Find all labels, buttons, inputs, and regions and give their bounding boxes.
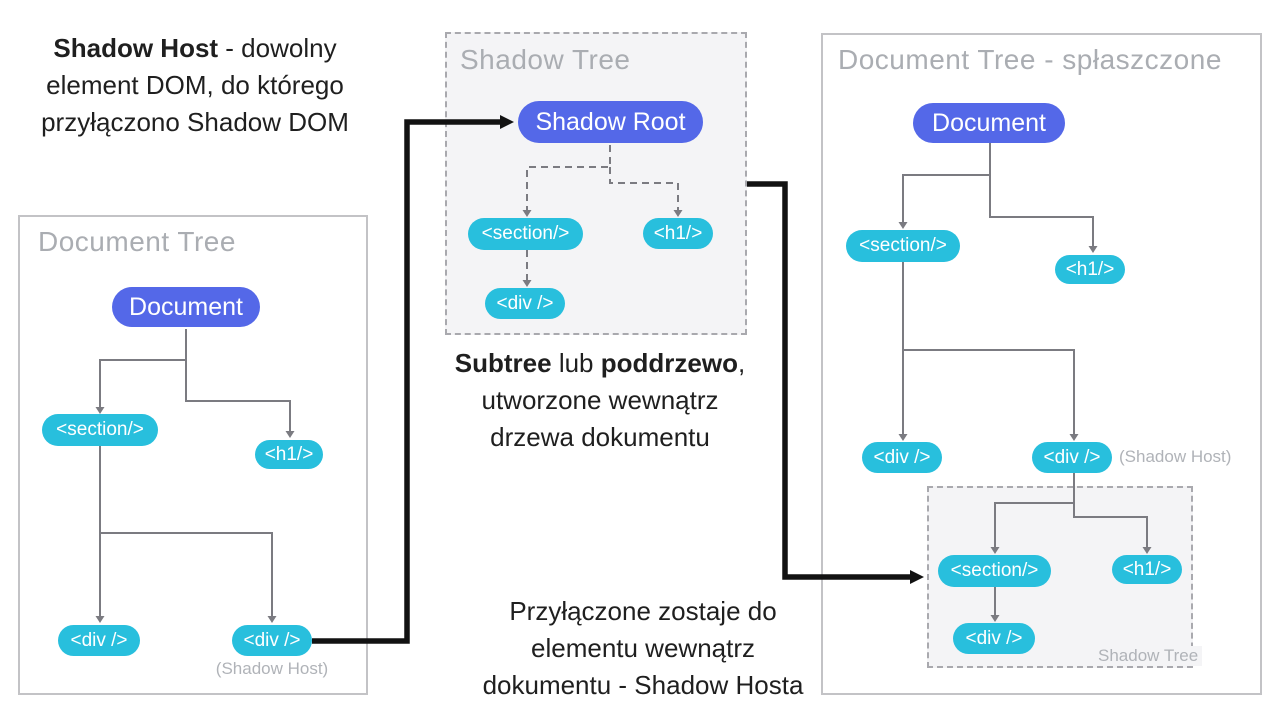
node-h1: <h1/> <box>255 440 323 469</box>
node-flattened-document: Document <box>913 103 1065 143</box>
node-flattened-shadow-h1: <h1/> <box>1112 555 1182 584</box>
note-line: przyłączono Shadow DOM <box>41 107 349 137</box>
connector-root-to-section <box>522 145 611 217</box>
arrow-host-to-shadow-root <box>312 115 514 644</box>
node-div-left: <div /> <box>58 625 140 656</box>
panel-shadow-tree <box>445 32 747 335</box>
note-line: utworzone wewnątrz <box>481 385 719 415</box>
node-flattened-div-left: <div /> <box>862 442 942 473</box>
connector-left-document-to-h1 <box>185 329 295 438</box>
shadow-host-caption: (Shadow Host) <box>215 659 329 678</box>
node-flattened-section: <section/> <box>846 230 960 262</box>
note-attach: Przyłączone zostaje do elementu wewnątrz… <box>438 593 848 704</box>
note-line: Przyłączone zostaje do <box>509 596 777 626</box>
note-shadow-host: Shadow Host - dowolny element DOM, do kt… <box>20 30 370 141</box>
node-shadow-div: <div /> <box>485 288 565 319</box>
note-line: Shadow Host - dowolny <box>53 33 337 63</box>
connector-right-document-to-section <box>898 174 990 229</box>
panel-title-document-tree: Document Tree <box>38 226 236 257</box>
flattened-shadow-host-caption: (Shadow Host) <box>1119 447 1232 466</box>
connector-host-to-shadow-section <box>990 472 1075 554</box>
node-flattened-div-shadow-host: <div /> <box>1032 442 1112 473</box>
node-shadow-root: Shadow Root <box>518 101 703 143</box>
connector-left-section-to-div-right <box>100 532 277 623</box>
node-flattened-shadow-section: <section/> <box>938 555 1051 587</box>
panel-title-shadow-tree: Shadow Tree <box>460 44 631 75</box>
connector-left-document-to-section <box>95 359 186 414</box>
node-document: Document <box>112 287 260 327</box>
node-section: <section/> <box>42 414 158 446</box>
node-shadow-section: <section/> <box>468 218 583 250</box>
note-line: drzewa dokumentu <box>490 422 710 452</box>
connector-right-section-to-div-right <box>903 349 1079 441</box>
node-div-shadow-host: <div /> <box>232 625 312 656</box>
panel-title-flattened: Document Tree - spłaszczone <box>838 44 1222 75</box>
note-line: Subtree lub poddrzewo, <box>454 348 746 378</box>
arrow-shadow-tree-to-flattened <box>747 181 924 584</box>
connector-host-to-shadow-h1 <box>1073 503 1152 554</box>
node-flattened-h1: <h1/> <box>1055 255 1125 284</box>
note-line: dokumentu - Shadow Hosta <box>482 670 804 700</box>
node-shadow-h1: <h1/> <box>643 218 713 249</box>
connector-root-to-h1 <box>609 167 683 217</box>
note-line: element DOM, do którego <box>46 70 344 100</box>
flattened-shadow-tree-caption: Shadow Tree <box>1094 646 1203 666</box>
note-subtree: Subtree lub poddrzewo, utworzone wewnątr… <box>420 345 780 456</box>
note-line: elementu wewnątrz <box>531 633 755 663</box>
node-flattened-shadow-div: <div /> <box>953 623 1035 654</box>
connector-right-document-to-h1 <box>989 143 1098 253</box>
